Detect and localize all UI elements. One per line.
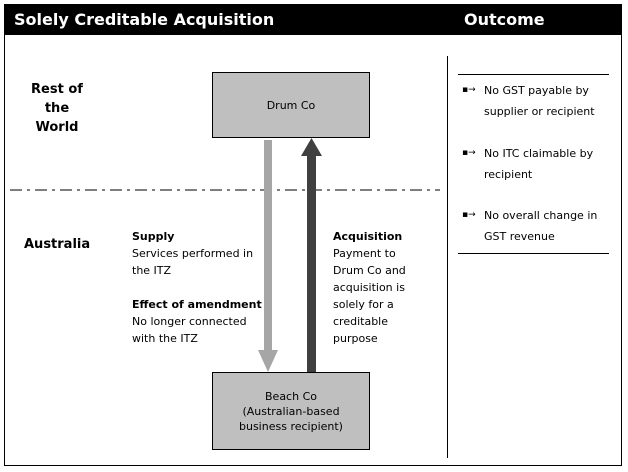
outcome-top-rule	[458, 74, 609, 75]
outcome-text: supplier or recipient	[484, 105, 595, 118]
drum-co-label: Drum Co	[266, 98, 316, 112]
acquisition-line: purpose	[333, 332, 378, 345]
region-label-line: the	[44, 101, 70, 116]
outcome-divider	[447, 56, 448, 458]
beach-co-label-line: (Australian-based	[242, 404, 340, 418]
outcome-title: Outcome	[464, 10, 545, 29]
supply-heading: Supply	[132, 230, 175, 243]
region-rest-of-world: Rest of the World	[28, 80, 86, 137]
drum-co-box: Drum Co	[212, 72, 370, 138]
amendment-line: with the ITZ	[132, 332, 198, 345]
supply-arrow	[258, 140, 278, 372]
supply-line: the ITZ	[132, 264, 172, 277]
diagram-frame	[4, 4, 622, 466]
diagram-title: Solely Creditable Acquisition	[14, 10, 275, 29]
acquisition-line: acquisition is	[333, 281, 405, 294]
region-label-line: World	[35, 120, 79, 135]
region-australia: Australia	[24, 237, 91, 252]
bullet-arrow-icon: ▪→	[462, 210, 476, 220]
beach-co-label-line: Beach Co	[265, 389, 317, 403]
outcome-text: GST revenue	[484, 230, 555, 243]
acquisition-arrow	[301, 138, 322, 372]
acquisition-line: Payment to	[333, 247, 396, 260]
amendment-line: No longer connected	[132, 315, 247, 328]
bullet-arrow-icon: ▪→	[462, 85, 476, 95]
bullet-arrow-icon: ▪→	[462, 148, 476, 158]
outcome-item: ▪→ No overall change in GST revenue	[462, 205, 622, 247]
amendment-heading: Effect of amendment	[132, 298, 262, 311]
outcome-text: recipient	[484, 168, 533, 181]
acquisition-heading: Acquisition	[333, 230, 403, 243]
outcome-item: ▪→ No ITC claimable by recipient	[462, 143, 622, 185]
outcome-bottom-rule	[458, 253, 609, 254]
beach-co-box: Beach Co (Australian-based business reci…	[212, 372, 370, 450]
outcome-text: No overall change in	[484, 209, 598, 222]
header-bar	[5, 5, 621, 35]
outcome-item: ▪→ No GST payable by supplier or recipie…	[462, 80, 622, 122]
acquisition-line: Drum Co and	[333, 264, 406, 277]
beach-co-label-line: business recipient)	[239, 419, 343, 433]
outcome-text: No ITC claimable by	[484, 147, 594, 160]
acquisition-line: solely for a	[333, 298, 394, 311]
acquisition-line: creditable	[333, 315, 388, 328]
flow-arrows	[258, 138, 322, 372]
supply-block: Supply Services performed in the ITZ	[132, 228, 253, 279]
supply-line: Services performed in	[132, 247, 254, 260]
outcome-text: No GST payable by	[484, 84, 589, 97]
region-label-line: Rest of	[31, 82, 83, 97]
acquisition-block: Acquisition Payment to Drum Co and acqui…	[333, 228, 406, 347]
border-dash-line	[10, 189, 440, 191]
amendment-block: Effect of amendment No longer connected …	[132, 296, 262, 347]
